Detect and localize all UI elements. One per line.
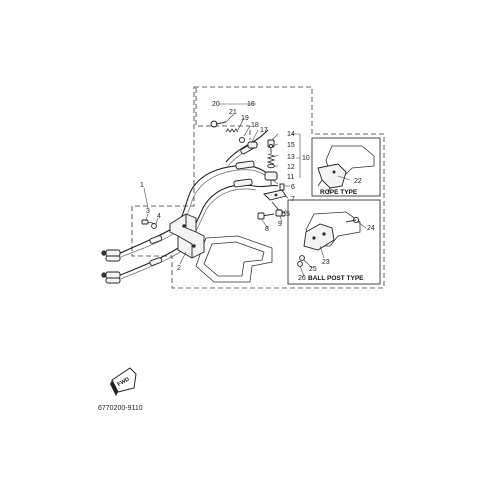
callout-4: 4 [157, 213, 161, 220]
callout-16: 16 [247, 101, 255, 108]
ring-18 [238, 136, 246, 144]
callout-14: 14 [287, 131, 295, 138]
link-11 [264, 171, 278, 186]
fwd-arrow-icon: FWD [110, 367, 137, 396]
callout-10: 10 [302, 155, 310, 162]
collar-12 [267, 163, 275, 169]
rod-end-20 [210, 120, 227, 128]
callout-7: 7 [291, 196, 295, 203]
callout-3: 3 [146, 208, 150, 215]
plate-7 [263, 189, 287, 201]
fwd-badge-text: FWD [117, 376, 131, 387]
leader-lines [143, 103, 367, 277]
ball-post-24 [345, 216, 360, 224]
rope-type-label: ROPE TYPE [320, 189, 358, 196]
nut-9 [275, 209, 283, 217]
control-cables [117, 129, 279, 281]
ball-post-type-inset [287, 199, 381, 285]
cable-end-lower-left [101, 271, 121, 284]
nut-26 [297, 261, 303, 267]
callout-12: 12 [287, 164, 295, 171]
rope-type-bracket-22 [317, 163, 347, 193]
assembly-outline [131, 86, 385, 289]
callout-18: 18 [251, 122, 259, 129]
callout-9: 9 [278, 221, 282, 228]
callout-15: 15 [287, 142, 295, 149]
callout-25: 25 [309, 266, 317, 273]
callout-22: 22 [354, 178, 362, 185]
spring-19 [225, 128, 239, 133]
washer-25 [299, 255, 305, 261]
callout-11: 11 [287, 174, 294, 181]
callout-5: 5 [286, 211, 290, 218]
ball-post-type-label: BALL POST TYPE [308, 275, 364, 282]
callout-20: 20 [212, 101, 220, 108]
callout-23: 23 [322, 259, 330, 266]
callout-2: 2 [177, 265, 181, 272]
callout-13: 13 [287, 154, 295, 161]
callout-21: 21 [229, 109, 237, 116]
rope-type-inset [311, 137, 381, 197]
subgroup-outline-upper [195, 88, 251, 140]
callout-26: 26 [298, 275, 306, 282]
callout-labels: 1 2 3 4 5 6 7 8 9 10 11 12 13 14 15 16 1… [140, 101, 375, 282]
cable-bracket [169, 213, 205, 259]
joint-17 [247, 141, 258, 149]
spring-13 [266, 153, 276, 165]
callout-24: 24 [367, 225, 375, 232]
ball-post-bracket-23 [303, 223, 335, 251]
cable-end-upper-left [101, 249, 121, 262]
engine-ghost-outline [195, 145, 375, 283]
pin-6 [279, 183, 285, 191]
callout-17: 17 [260, 127, 268, 134]
callout-19: 19 [241, 115, 249, 122]
washer-4 [151, 223, 157, 229]
callout-6: 6 [291, 184, 295, 191]
bolt-8 [257, 212, 275, 220]
cable-joints [149, 142, 257, 266]
callout-8: 8 [265, 226, 269, 233]
callout-1: 1 [140, 182, 144, 189]
figure-code: 6770200-9110 [98, 405, 143, 412]
